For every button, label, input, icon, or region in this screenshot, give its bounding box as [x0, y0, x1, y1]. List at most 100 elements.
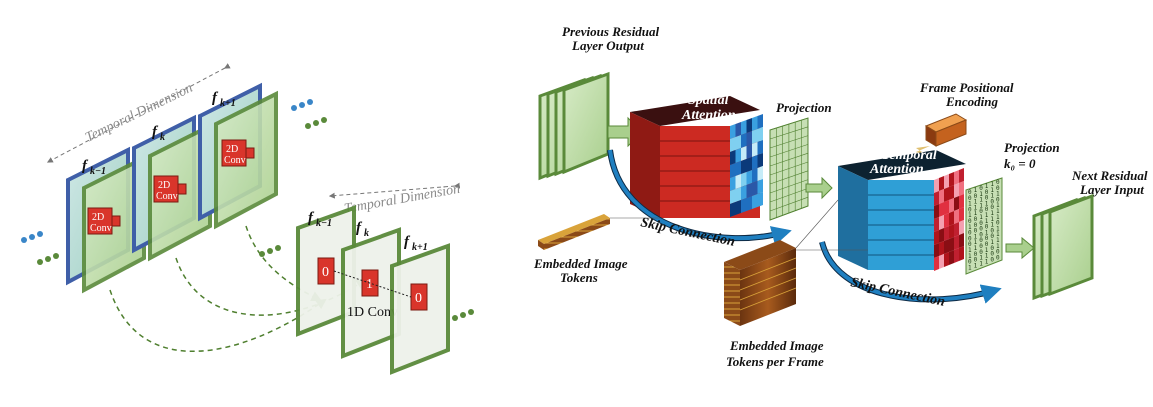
svg-text:0: 0: [985, 224, 989, 231]
heat-cell: [752, 116, 758, 131]
svg-text:0: 0: [996, 196, 1000, 203]
heat-cell: [735, 161, 741, 176]
heat-cell: [944, 213, 949, 228]
heat-cell: [959, 207, 964, 222]
temporal-attention-label-2: Attention: [869, 162, 924, 177]
svg-text:1: 1: [974, 199, 978, 206]
projection-2-label-1: Projection: [1004, 140, 1060, 155]
frame-positional-label-1: Frame Positional: [919, 80, 1014, 95]
dots-top-right: [291, 99, 327, 129]
svg-text:1: 1: [985, 183, 989, 190]
conv2d-label-1b: Conv: [90, 223, 112, 234]
svg-text:0: 0: [979, 208, 983, 215]
heat-cell: [735, 187, 741, 202]
spatial-attention-block: Spatial Attention: [630, 93, 763, 218]
svg-text:1: 1: [990, 181, 994, 188]
projection-1: Projection: [769, 100, 832, 221]
heat-cell: [954, 196, 959, 211]
svg-text:1: 1: [979, 214, 983, 221]
heat-cell: [735, 148, 741, 163]
svg-text:0: 0: [979, 226, 983, 233]
svg-text:1: 1: [974, 239, 978, 246]
svg-text:0: 0: [979, 237, 983, 244]
svg-text:1: 1: [985, 258, 989, 265]
svg-text:1: 1: [979, 197, 983, 204]
heat-cell: [746, 170, 752, 185]
svg-text:1: 1: [979, 202, 983, 209]
svg-text:1: 1: [996, 243, 1000, 250]
frame-label-1d-f-kp1: f: [404, 234, 411, 250]
heat-cell: [730, 189, 736, 204]
svg-text:0: 0: [968, 195, 972, 202]
heat-cell: [959, 194, 964, 209]
arrow-proj-to-temporal: [805, 176, 833, 200]
heat-cell: [730, 124, 736, 139]
svg-text:1: 1: [985, 212, 989, 219]
heat-cell: [954, 183, 959, 198]
projection-2-binary: 0010101000110110111000111001011101000000…: [968, 179, 1000, 271]
right-panel: Previous Residual Layer Output Spatial A…: [533, 24, 1148, 369]
svg-text:0: 0: [990, 204, 994, 211]
svg-text:1: 1: [974, 204, 978, 211]
heat-cell: [944, 187, 949, 202]
heat-cell: [944, 226, 949, 241]
frame-label-1d-sub-k: k: [364, 228, 369, 239]
svg-text:1: 1: [990, 216, 994, 223]
projection-top-label: Projection: [776, 100, 832, 115]
heat-cell: [939, 254, 944, 269]
heat-cell: [730, 137, 736, 152]
temporal-attention-block: Temporal Attention: [838, 148, 966, 271]
heat-cell: [746, 157, 752, 172]
heat-cell: [757, 114, 763, 129]
heat-cell: [741, 172, 747, 187]
frame-1d-k: 1 1D Conv f k: [341, 220, 401, 359]
embedded-tokens: Embedded Image Tokens: [533, 214, 660, 285]
svg-text:1: 1: [968, 224, 972, 231]
heat-cell: [939, 176, 944, 191]
svg-text:1: 1: [990, 193, 994, 200]
frame-2d-k: 2D Conv f k: [132, 114, 212, 262]
svg-text:0: 0: [968, 235, 972, 242]
svg-text:0: 0: [968, 230, 972, 237]
conv2d-label-3a: 2D: [226, 144, 238, 155]
temporal-attention-label-1: Temporal: [882, 148, 937, 163]
projection-2-label-2: k₀ = 0: [1004, 156, 1036, 171]
heat-cell: [939, 215, 944, 230]
svg-text:0: 0: [974, 228, 978, 235]
prev-residual-stack: Previous Residual Layer Output: [538, 24, 660, 181]
conv1d-label: 1D Conv: [347, 305, 398, 320]
svg-text:1: 1: [996, 214, 1000, 221]
heat-cell: [746, 196, 752, 211]
svg-text:0: 0: [974, 193, 978, 200]
heat-cell: [741, 146, 747, 161]
frame-label-2d-sub-k: k: [160, 132, 165, 143]
heat-cell: [746, 131, 752, 146]
svg-text:0: 0: [990, 227, 994, 234]
next-residual-label-1: Next Residual: [1071, 168, 1148, 183]
heat-cell: [730, 202, 736, 217]
svg-text:1: 1: [979, 255, 983, 262]
heat-cell: [959, 181, 964, 196]
svg-text:1: 1: [968, 212, 972, 219]
heat-cell: [752, 194, 758, 209]
svg-text:1: 1: [974, 210, 978, 217]
heat-cell: [954, 248, 959, 263]
heat-cell: [752, 168, 758, 183]
conv2d-label-3b: Conv: [224, 155, 246, 166]
svg-text:0: 0: [996, 220, 1000, 227]
arrow-proj-to-next: [1005, 236, 1035, 260]
frame-label-2d-f-kp1: f: [212, 90, 219, 106]
svg-text:1: 1: [985, 200, 989, 207]
heat-cell: [949, 237, 954, 252]
spatial-attention-label-2: Attention: [681, 108, 736, 123]
heat-cell: [954, 222, 959, 237]
svg-text:1: 1: [979, 191, 983, 198]
heat-cell: [757, 166, 763, 181]
skip-connection-1-label: Skip Connection: [639, 215, 736, 250]
conv2d-label-1a: 2D: [92, 212, 104, 223]
svg-text:1: 1: [990, 210, 994, 217]
heat-cell: [757, 140, 763, 155]
svg-text:0: 0: [979, 249, 983, 256]
heat-cell: [741, 120, 747, 135]
svg-text:1: 1: [990, 222, 994, 229]
